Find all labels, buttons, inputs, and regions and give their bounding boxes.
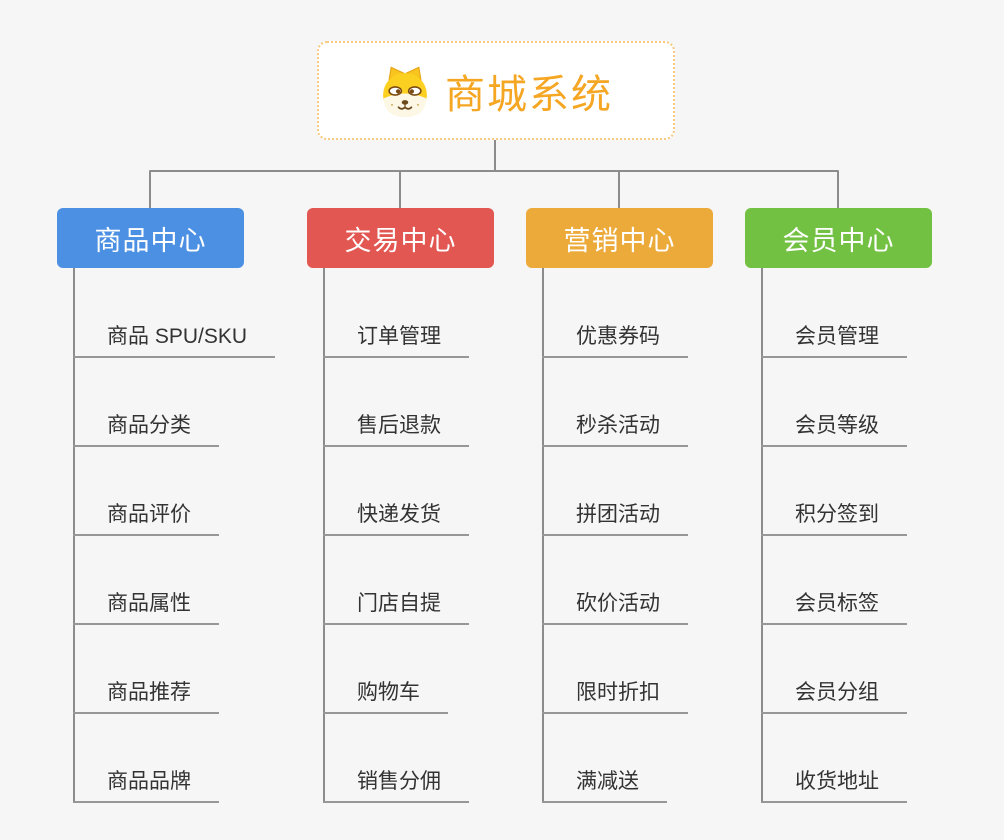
leaf-node[interactable]: 商品推荐 [73, 674, 219, 714]
leaf-node[interactable]: 收货地址 [761, 763, 907, 803]
leaf-node[interactable]: 优惠券码 [542, 318, 688, 358]
leaf-node[interactable]: 拼团活动 [542, 496, 688, 536]
leaf-node[interactable]: 满减送 [542, 763, 667, 803]
drop-connector-member [837, 171, 839, 209]
leaf-node[interactable]: 砍价活动 [542, 585, 688, 625]
branch-node-trade-center[interactable]: 交易中心 [307, 208, 494, 268]
leaf-node[interactable]: 积分签到 [761, 496, 907, 536]
drop-connector-marketing [618, 171, 620, 209]
leaf-node[interactable]: 销售分佣 [323, 763, 469, 803]
branch-trade-center: 交易中心 订单管理 售后退款 快递发货 门店自提 购物车 销售分佣 [307, 208, 494, 808]
branch-marketing-center: 营销中心 优惠券码 秒杀活动 拼团活动 砍价活动 限时折扣 满减送 [526, 208, 713, 808]
leaf-node[interactable]: 商品 SPU/SKU [73, 318, 276, 358]
leaf-node[interactable]: 门店自提 [323, 585, 469, 625]
branch-node-marketing-center[interactable]: 营销中心 [526, 208, 713, 268]
leaf-node[interactable]: 商品评价 [73, 496, 219, 536]
leaf-node[interactable]: 会员管理 [761, 318, 907, 358]
drop-connector-product [149, 171, 151, 209]
dog-face-icon [383, 66, 427, 117]
leaf-node[interactable]: 秒杀活动 [542, 407, 688, 447]
leaf-node[interactable]: 快递发货 [323, 496, 469, 536]
branch-rail-connector [149, 170, 839, 172]
branch-node-product-center[interactable]: 商品中心 [57, 208, 244, 268]
leaf-node[interactable]: 售后退款 [323, 407, 469, 447]
leaf-node[interactable]: 商品属性 [73, 585, 219, 625]
leaf-node[interactable]: 订单管理 [323, 318, 469, 358]
leaf-node[interactable]: 商品品牌 [73, 763, 219, 803]
leaf-node[interactable]: 限时折扣 [542, 674, 688, 714]
root-title: 商城系统 [445, 72, 613, 117]
branch-product-center: 商品中心 商品 SPU/SKU 商品分类 商品评价 商品属性 商品推荐 商品品牌 [57, 208, 276, 808]
drop-connector-trade [399, 171, 401, 209]
branch-member-center: 会员中心 会员管理 会员等级 积分签到 会员标签 会员分组 收货地址 [745, 208, 932, 808]
leaf-node[interactable]: 会员等级 [761, 407, 907, 447]
leaf-node[interactable]: 购物车 [323, 674, 448, 714]
root-stem-connector [494, 140, 496, 171]
branch-node-member-center[interactable]: 会员中心 [745, 208, 932, 268]
root-node[interactable]: 商城系统 [317, 41, 675, 140]
leaf-node[interactable]: 会员标签 [761, 585, 907, 625]
leaf-node[interactable]: 会员分组 [761, 674, 907, 714]
leaf-node[interactable]: 商品分类 [73, 407, 219, 447]
